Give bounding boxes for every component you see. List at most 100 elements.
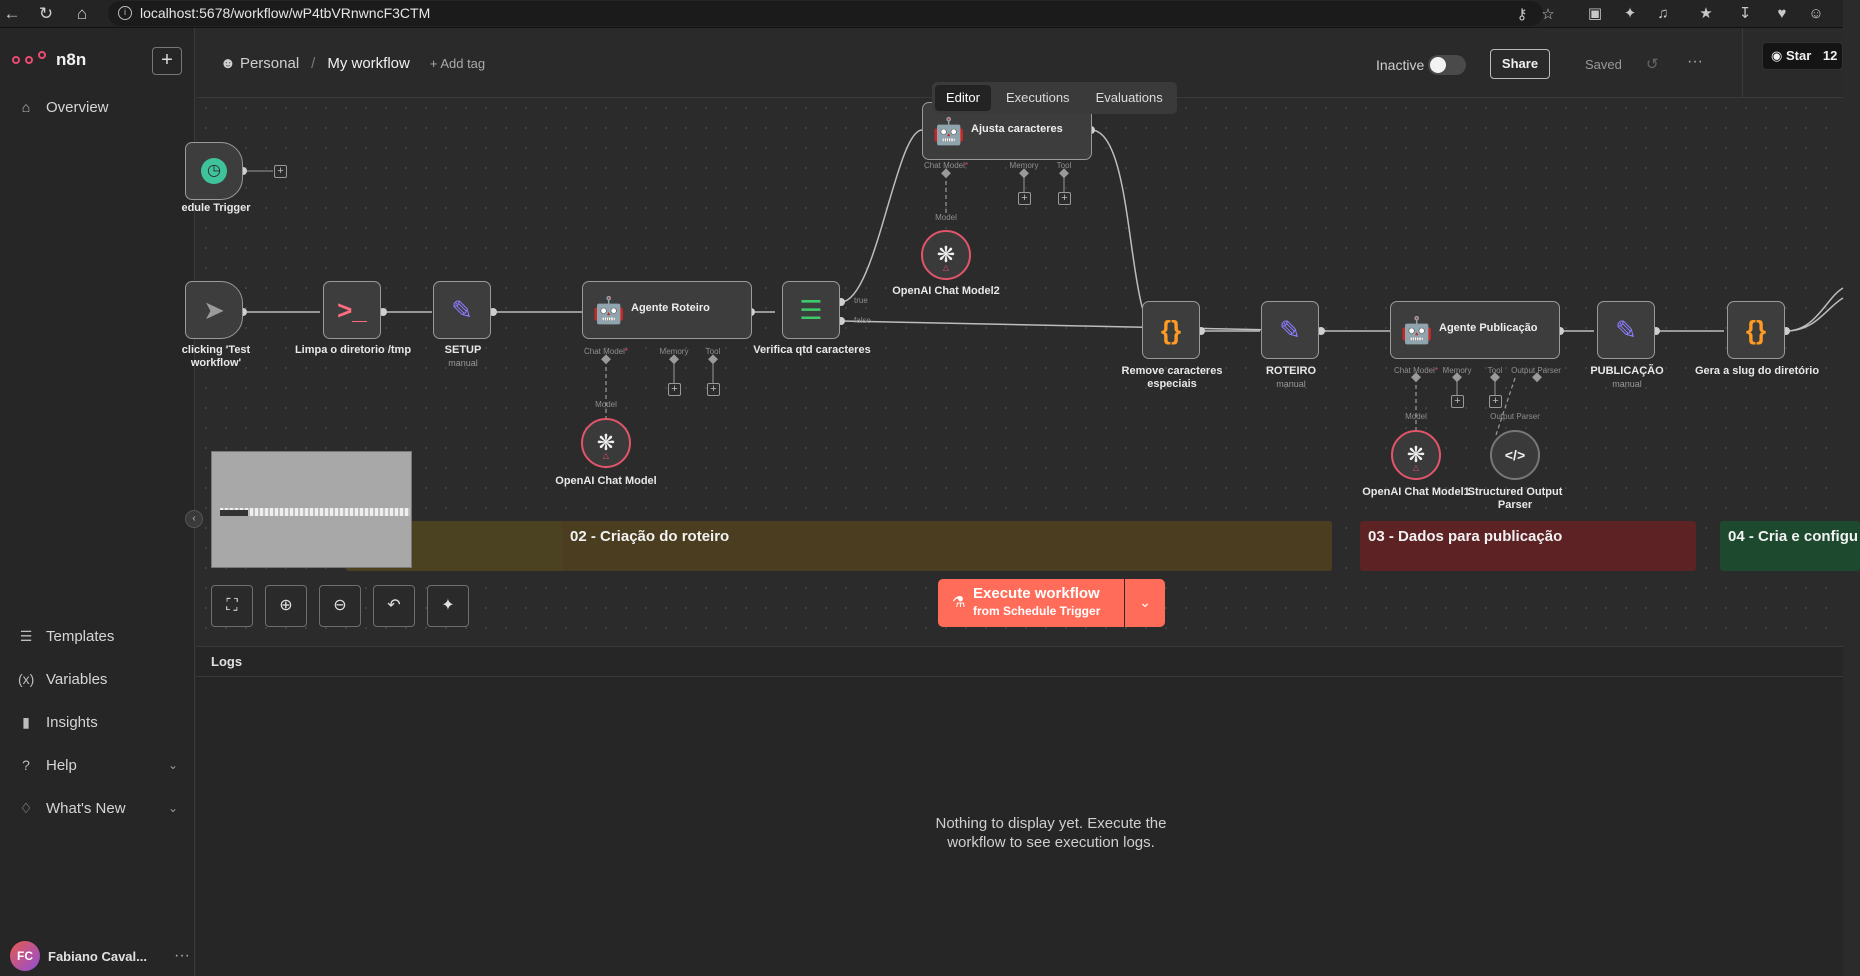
flask-icon: ⚗ (952, 594, 966, 611)
history-icon[interactable]: ↺ (1646, 56, 1659, 73)
tab-executions[interactable]: Executions (1005, 90, 1070, 105)
templates-icon: ☰ (19, 627, 33, 644)
node-label-limpa: Limpa o diretorio /tmp (294, 344, 412, 356)
sticky-note-03[interactable]: 03 - Dados para publicação (1360, 521, 1696, 571)
sidebar-item-insights[interactable]: ▮ Insights (18, 711, 178, 733)
node-manual-trigger[interactable]: ➤ (185, 281, 243, 339)
add-memory-button[interactable]: + (1451, 395, 1464, 408)
port-output-parser: Output Parser (1511, 366, 1561, 375)
edge-parser-agentepub (1495, 377, 1516, 436)
node-structured-output-parser[interactable]: </> (1490, 430, 1540, 480)
sidebar-item-overview[interactable]: ⌂ Overview (18, 96, 178, 118)
node-publicacao[interactable]: ✎ (1597, 301, 1655, 359)
sidebar-item-label: Help (46, 756, 77, 774)
minimap-viewport (220, 510, 248, 516)
node-openai-chat-model[interactable]: ❋△ (581, 418, 631, 468)
create-button[interactable]: + (152, 47, 182, 75)
add-node-button[interactable]: + (274, 165, 287, 178)
warning-icon: △ (1412, 463, 1420, 472)
node-setup[interactable]: ✎ (433, 281, 491, 339)
sidebar-item-help[interactable]: ? Help ⌄ (18, 754, 178, 776)
site-info-icon[interactable]: i (118, 6, 132, 20)
canvas-minimap[interactable] (211, 451, 412, 568)
node-sublabel-roteiro: manual (1276, 379, 1306, 389)
undo-button[interactable]: ↶ (373, 585, 415, 627)
node-verifica[interactable]: ☰ (782, 281, 840, 339)
activation-toggle[interactable] (1428, 55, 1466, 75)
favorites-icon[interactable]: ★ (1699, 5, 1713, 22)
node-gera-slug[interactable]: {} (1727, 301, 1785, 359)
sidebar-item-whats-new[interactable]: ♢ What's New ⌄ (18, 797, 178, 819)
node-openai-chat-model1[interactable]: ❋△ (1391, 430, 1441, 480)
add-tool-button[interactable]: + (1489, 395, 1502, 408)
edge-verifica-ajusta (840, 129, 923, 303)
port-chat-model: Chat Model (1394, 366, 1438, 375)
node-openai-chat-model2[interactable]: ❋△ (921, 230, 971, 280)
collapse-sidebar-button[interactable]: ‹ (185, 510, 203, 528)
node-remove-caracteres[interactable]: {} (1142, 301, 1200, 359)
add-tag-button[interactable]: + Add tag (429, 56, 486, 71)
sticky-note-02[interactable]: 02 - Criação do roteiro (562, 521, 1332, 571)
more-options-icon[interactable]: ··· (174, 947, 190, 964)
logs-header[interactable]: Logs (196, 647, 1843, 677)
node-roteiro[interactable]: ✎ (1261, 301, 1319, 359)
key-icon[interactable]: ⚷ (1516, 6, 1528, 23)
breadcrumb-personal[interactable]: ☻ Personal (220, 55, 300, 72)
n8n-logo-icon (12, 51, 50, 69)
workflow-name[interactable]: My workflow (327, 55, 410, 72)
add-memory-button[interactable]: + (668, 383, 681, 396)
address-bar[interactable]: i localhost:5678/workflow/wP4tbVRnwncF3C… (108, 1, 1555, 26)
reload-icon[interactable]: ↻ (38, 4, 54, 23)
share-button[interactable]: Share (1490, 49, 1550, 79)
execute-trigger-dropdown[interactable]: ⌄ (1125, 579, 1165, 627)
add-tool-button[interactable]: + (707, 383, 720, 396)
help-icon: ? (22, 757, 30, 773)
execute-sublabel: from Schedule Trigger (973, 604, 1101, 618)
github-star-button[interactable]: ◉ Star 12 (1762, 42, 1843, 70)
user-menu[interactable]: FC Fabiano Caval... ··· (10, 941, 190, 971)
node-label-agente-roteiro: Agente Roteiro (631, 302, 710, 314)
n8n-logo[interactable]: n8n (12, 50, 86, 70)
edge-verifica-remove (840, 320, 1327, 332)
sidebar-item-templates[interactable]: ☰ Templates (18, 625, 178, 647)
more-options-icon[interactable]: ··· (1687, 53, 1703, 70)
logs-panel: Logs Nothing to display yet. Execute the… (196, 646, 1843, 976)
sidebar-item-variables[interactable]: (x) Variables (18, 668, 178, 690)
logs-title: Logs (211, 654, 243, 669)
sidebar-item-label: What's New (46, 799, 126, 817)
profile-picture-icon[interactable]: ☺ (1808, 5, 1824, 22)
port-model: Model (935, 213, 957, 222)
tab-evaluations[interactable]: Evaluations (1095, 90, 1163, 105)
warning-icon: △ (942, 263, 950, 272)
execute-workflow-button[interactable]: ⚗ Execute workflow from Schedule Trigger (938, 579, 1124, 627)
tab-editor[interactable]: Editor (935, 85, 991, 111)
port-memory: Memory (1442, 366, 1472, 375)
tidy-up-button[interactable]: ✦ (427, 585, 469, 627)
zoom-in-button[interactable]: ⊕ (265, 585, 307, 627)
sidebar-item-label: Variables (46, 670, 108, 688)
node-schedule-trigger[interactable]: ◷ (185, 142, 243, 200)
add-memory-button[interactable]: + (1018, 192, 1031, 205)
port-memory: Memory (659, 347, 689, 356)
node-label-openai2: OpenAI Chat Model2 (892, 285, 1000, 297)
sidebar-item-label: Templates (46, 627, 115, 645)
zoom-out-button[interactable]: ⊖ (319, 585, 361, 627)
chart-icon: ▮ (22, 713, 30, 730)
workflow-canvas[interactable]: 02 - Criação do roteiro 03 - Dados para … (181, 98, 1860, 646)
node-agente-publicacao[interactable]: 🤖 Agente Publicação (1390, 301, 1560, 359)
download-icon[interactable]: ↧ (1738, 5, 1752, 22)
sticky-note-04[interactable]: 04 - Cria e configu (1720, 521, 1860, 571)
media-icon[interactable]: ♫ (1657, 5, 1669, 22)
fit-view-button[interactable]: ⛶ (211, 585, 253, 627)
extensions-icon[interactable]: ✦ (1623, 5, 1637, 22)
port-chat-model: Chat Model (924, 161, 968, 170)
reader-icon[interactable]: ▣ (1587, 5, 1603, 22)
bookmark-star-icon[interactable]: ☆ (1541, 6, 1555, 23)
node-limpa-diretorio[interactable]: >_ (323, 281, 381, 339)
add-tool-button[interactable]: + (1058, 192, 1071, 205)
node-agente-roteiro[interactable]: 🤖 Agente Roteiro (582, 281, 752, 339)
health-icon[interactable]: ♥ (1777, 5, 1787, 22)
back-icon[interactable]: ← (3, 4, 21, 23)
node-label-manual: clicking 'Test workflow' (181, 344, 251, 369)
home-icon[interactable]: ⌂ (76, 4, 88, 23)
